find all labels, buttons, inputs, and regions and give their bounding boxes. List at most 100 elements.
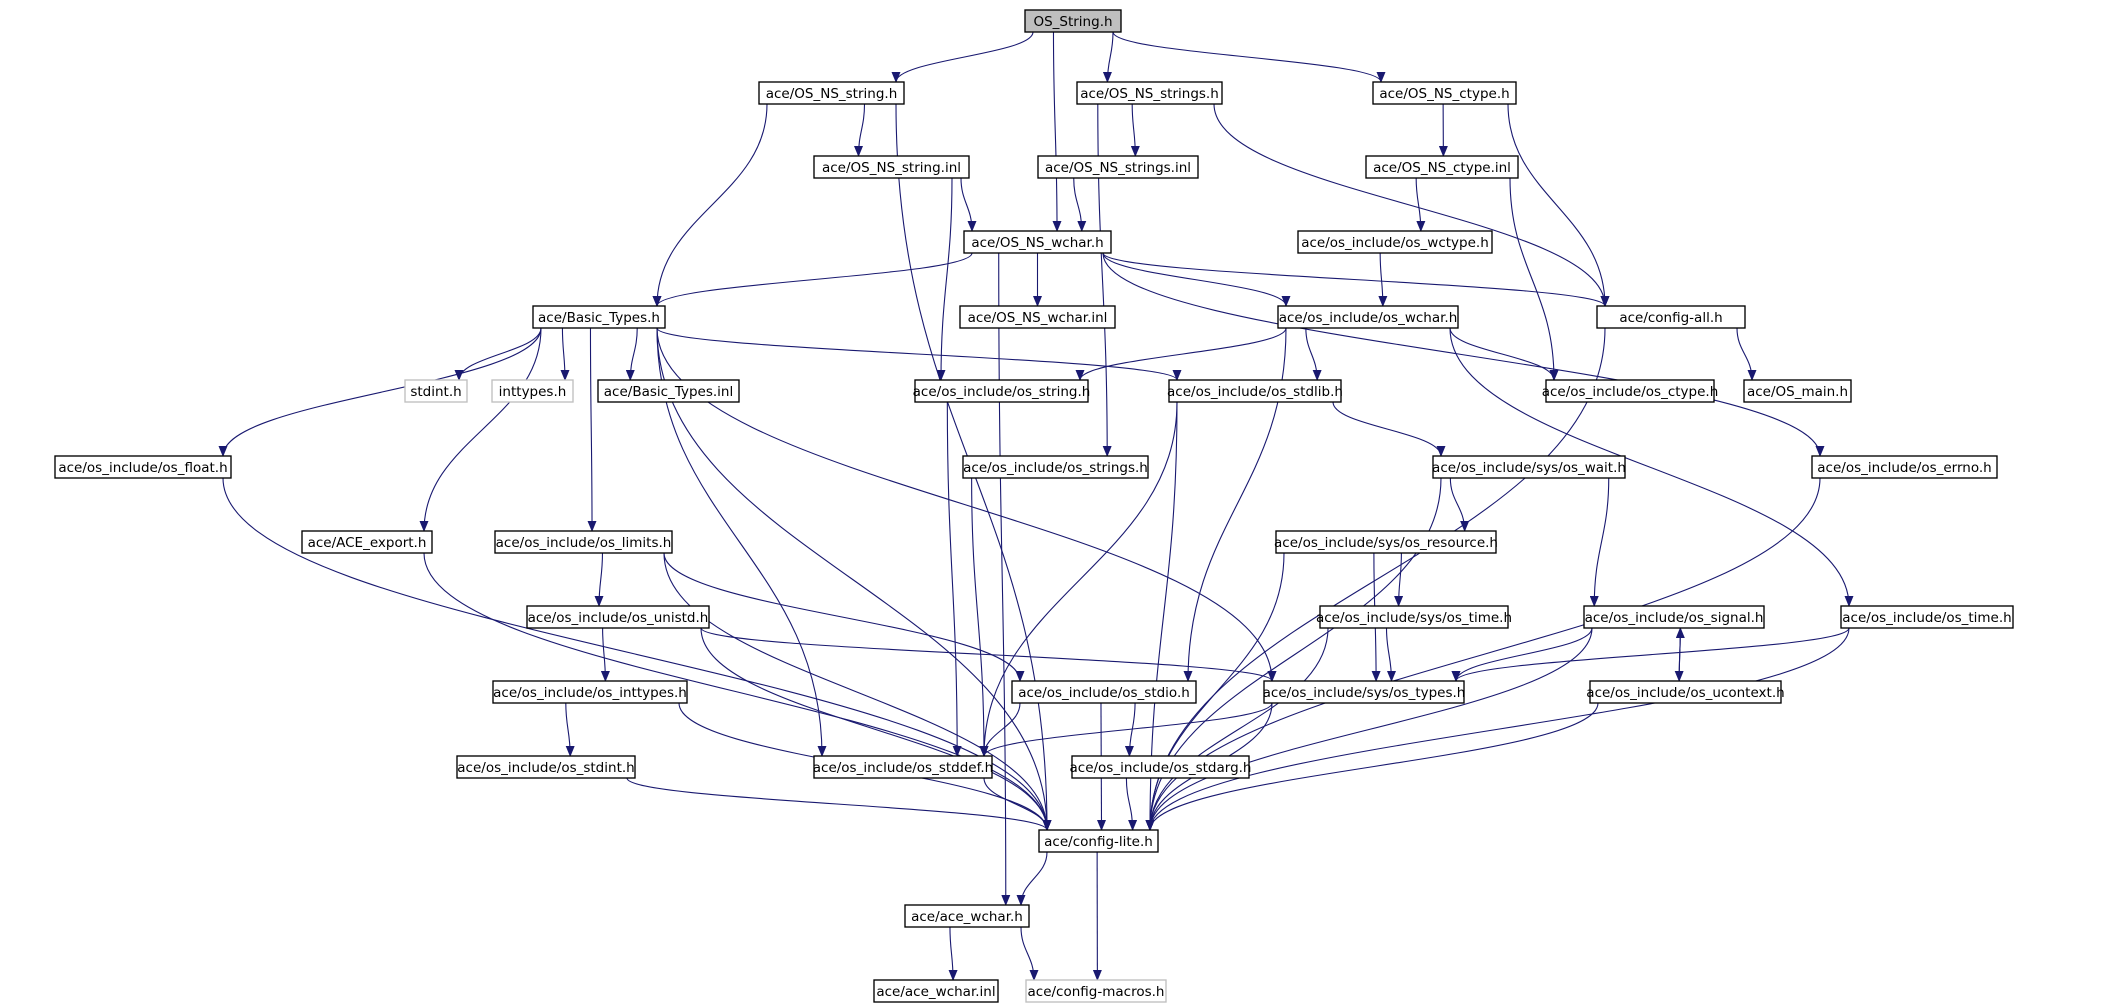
graph-node[interactable]: ace/config-all.h bbox=[1596, 305, 1746, 329]
node-box[interactable] bbox=[1840, 605, 2014, 629]
node-box[interactable] bbox=[914, 379, 1089, 403]
edge-n27-to-n33 bbox=[700, 627, 1277, 682]
node-box[interactable] bbox=[813, 755, 993, 779]
node-box[interactable] bbox=[1583, 605, 1765, 629]
node-box[interactable] bbox=[873, 979, 999, 1003]
edge-n37-to-n38 bbox=[1125, 777, 1138, 831]
graph-node[interactable]: ace/os_include/os_stdlib.h bbox=[1167, 379, 1343, 403]
node-box[interactable] bbox=[1811, 455, 1998, 479]
graph-node[interactable]: ace/os_include/os_wctype.h bbox=[1297, 230, 1493, 254]
graph-node[interactable]: ace/os_include/os_stdarg.h bbox=[1070, 755, 1252, 779]
node-box[interactable] bbox=[1297, 230, 1493, 254]
node-label: inttypes.h bbox=[499, 384, 567, 400]
graph-node[interactable]: ace/config-lite.h bbox=[1038, 829, 1159, 853]
node-box[interactable] bbox=[597, 379, 740, 403]
node-box[interactable] bbox=[1743, 379, 1852, 403]
node-box[interactable] bbox=[962, 455, 1149, 479]
graph-node[interactable]: ace/os_include/os_time.h bbox=[1840, 605, 2014, 629]
node-box[interactable] bbox=[1277, 305, 1459, 329]
graph-node[interactable]: inttypes.h bbox=[491, 379, 574, 403]
graph-node[interactable]: ace/ace_wchar.inl bbox=[873, 979, 999, 1003]
graph-node[interactable]: ace/OS_NS_string.inl bbox=[813, 155, 970, 179]
node-box[interactable] bbox=[494, 530, 673, 554]
node-box[interactable] bbox=[758, 81, 905, 105]
graph-node[interactable]: ace/os_include/sys/os_wait.h bbox=[1432, 455, 1626, 479]
node-box[interactable] bbox=[1025, 979, 1167, 1003]
node-box[interactable] bbox=[492, 680, 688, 704]
edge-n22-to-n26 bbox=[1449, 477, 1470, 532]
node-box[interactable] bbox=[1319, 605, 1509, 629]
node-box[interactable] bbox=[1372, 81, 1517, 105]
node-box[interactable] bbox=[959, 305, 1116, 329]
edge-n16-to-n36 bbox=[946, 401, 962, 757]
graph-node[interactable]: ace/os_include/os_string.h bbox=[913, 379, 1091, 403]
graph-node[interactable]: ace/OS_NS_ctype.inl bbox=[1365, 155, 1519, 179]
node-box[interactable] bbox=[1011, 680, 1197, 704]
node-label: ace/ace_wchar.inl bbox=[876, 984, 995, 1000]
graph-node[interactable]: ace/os_include/os_stdio.h bbox=[1011, 680, 1197, 704]
graph-node[interactable]: ace/OS_NS_strings.inl bbox=[1037, 155, 1199, 179]
graph-node[interactable]: ace/os_include/sys/os_types.h bbox=[1263, 680, 1466, 704]
node-box[interactable] bbox=[1263, 680, 1465, 704]
node-box[interactable] bbox=[1024, 9, 1122, 33]
graph-node[interactable]: ace/os_include/os_strings.h bbox=[962, 455, 1149, 479]
node-box[interactable] bbox=[1275, 530, 1497, 554]
graph-node[interactable]: ace/OS_NS_strings.h bbox=[1076, 81, 1223, 105]
node-box[interactable] bbox=[1037, 155, 1199, 179]
graph-node[interactable]: ace/OS_main.h bbox=[1743, 379, 1852, 403]
graph-node[interactable]: ace/Basic_Types.h bbox=[532, 305, 666, 329]
graph-node[interactable]: ace/os_include/os_ucontext.h bbox=[1586, 680, 1785, 704]
edge-n2-to-n5 bbox=[1130, 103, 1140, 157]
graph-node[interactable]: ace/os_include/sys/os_time.h bbox=[1316, 605, 1512, 629]
graph-node[interactable]: ace/OS_NS_string.h bbox=[758, 81, 905, 105]
node-label: ace/os_include/sys/os_types.h bbox=[1263, 685, 1466, 701]
graph-node[interactable]: stdint.h bbox=[404, 379, 468, 403]
node-box[interactable] bbox=[54, 455, 232, 479]
node-box[interactable] bbox=[1071, 755, 1250, 779]
node-box[interactable] bbox=[1038, 829, 1159, 853]
graph-node[interactable]: ace/os_include/os_wchar.h bbox=[1277, 305, 1459, 329]
graph-node[interactable]: ace/OS_NS_wchar.inl bbox=[959, 305, 1116, 329]
edge-n34-to-n38 bbox=[1145, 702, 1599, 831]
node-box[interactable] bbox=[813, 155, 970, 179]
node-box[interactable] bbox=[526, 605, 710, 629]
graph-node[interactable]: ace/ace_wchar.h bbox=[904, 904, 1030, 928]
graph-node[interactable]: ace/os_include/os_stdint.h bbox=[456, 755, 636, 779]
node-box[interactable] bbox=[1168, 379, 1342, 403]
graph-node[interactable]: ace/Basic_Types.inl bbox=[597, 379, 740, 403]
node-box[interactable] bbox=[1076, 81, 1223, 105]
graph-node[interactable]: ace/OS_NS_ctype.h bbox=[1372, 81, 1517, 105]
node-label: ace/os_include/os_string.h bbox=[913, 384, 1091, 400]
graph-node[interactable]: ace/ACE_export.h bbox=[301, 530, 433, 554]
graph-node[interactable]: OS_String.h bbox=[1024, 9, 1122, 33]
edges-layer bbox=[218, 31, 1854, 981]
node-box[interactable] bbox=[963, 230, 1112, 254]
node-label: ace/OS_NS_ctype.inl bbox=[1373, 160, 1511, 176]
edge-n2-to-n12 bbox=[1213, 103, 1610, 307]
graph-node[interactable]: ace/os_include/os_unistd.h bbox=[526, 605, 710, 629]
node-box[interactable] bbox=[904, 904, 1030, 928]
edge-n17-to-n22 bbox=[1332, 401, 1446, 457]
graph-node[interactable]: ace/os_include/os_float.h bbox=[54, 455, 232, 479]
node-box[interactable] bbox=[404, 379, 468, 403]
node-box[interactable] bbox=[491, 379, 574, 403]
node-box[interactable] bbox=[1589, 680, 1782, 704]
node-label: ace/os_include/os_errno.h bbox=[1817, 460, 1991, 476]
node-box[interactable] bbox=[1596, 305, 1746, 329]
node-box[interactable] bbox=[1432, 455, 1626, 479]
graph-node[interactable]: ace/OS_NS_wchar.h bbox=[963, 230, 1112, 254]
graph-node[interactable]: ace/config-macros.h bbox=[1025, 979, 1167, 1003]
node-box[interactable] bbox=[532, 305, 666, 329]
node-box[interactable] bbox=[456, 755, 636, 779]
graph-node[interactable]: ace/os_include/os_signal.h bbox=[1583, 605, 1765, 629]
graph-node[interactable]: ace/os_include/os_inttypes.h bbox=[492, 680, 688, 704]
graph-node[interactable]: ace/os_include/os_limits.h bbox=[494, 530, 673, 554]
node-box[interactable] bbox=[1545, 379, 1715, 403]
node-label: ace/OS_NS_string.h bbox=[766, 86, 898, 102]
node-box[interactable] bbox=[301, 530, 433, 554]
graph-node[interactable]: ace/os_include/os_stddef.h bbox=[813, 755, 993, 779]
node-box[interactable] bbox=[1365, 155, 1519, 179]
graph-node[interactable]: ace/os_include/sys/os_resource.h bbox=[1274, 530, 1498, 554]
graph-node[interactable]: ace/os_include/os_ctype.h bbox=[1542, 379, 1719, 403]
graph-node[interactable]: ace/os_include/os_errno.h bbox=[1811, 455, 1998, 479]
